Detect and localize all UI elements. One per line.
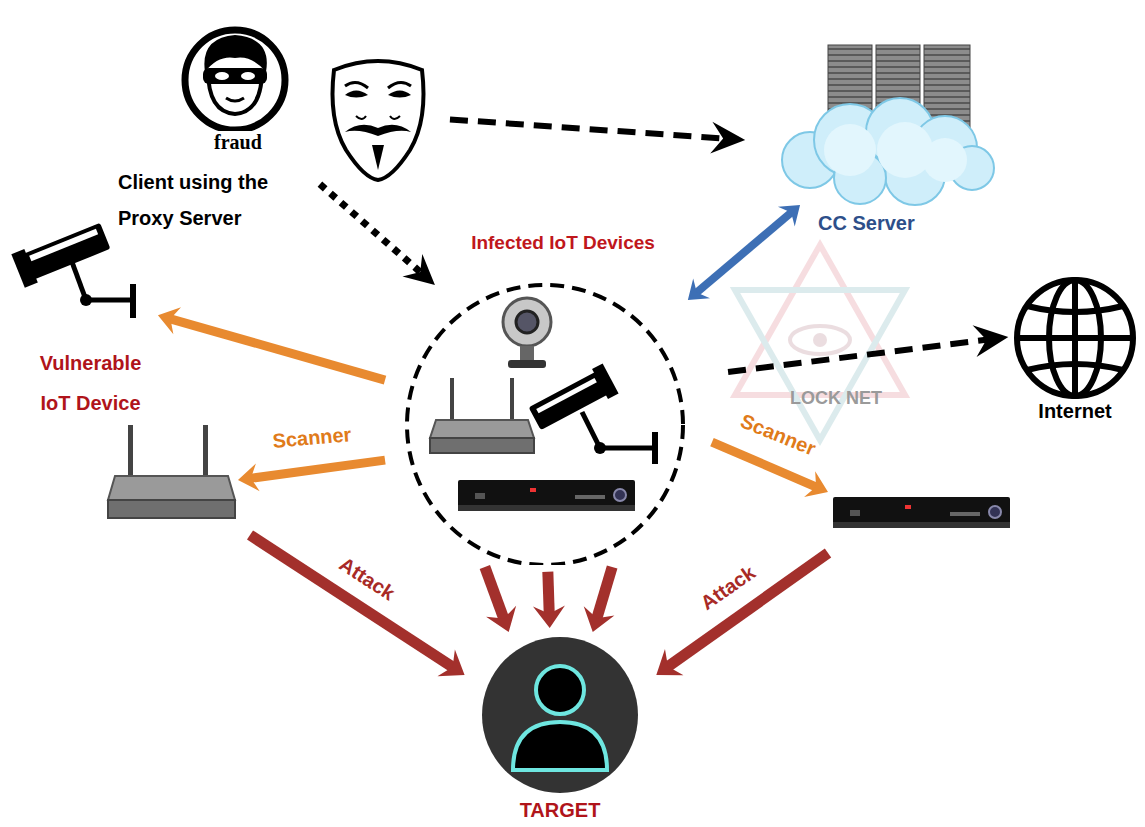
node-outline [380,230,715,565]
connector-arrow [238,460,385,491]
connector-line [548,572,549,615]
connector-arrow [320,184,435,285]
arrow-head [402,254,434,285]
connector-line [250,460,385,478]
text-slot: Vulnerable IoT Device [23,343,158,423]
webcam-icon [503,298,551,368]
connector-line [728,339,988,372]
edge-label: Attack [697,561,760,615]
dvr-node [830,490,1012,532]
connector-line [169,319,385,380]
arrow-head [656,649,683,675]
connector-line [320,184,421,273]
text-slot: fraud [212,131,264,154]
edge-label-slot: Scanner [271,423,352,453]
internet-node: Internet [1010,275,1140,425]
arrow-head [486,606,516,632]
server-cloud [782,45,994,205]
edge-label: Scanner [271,423,352,453]
anonymous-mask [333,61,424,180]
text-slot: Internet [1030,400,1120,423]
connector-line [597,567,613,619]
arrow-head [710,122,745,154]
arrow-head [533,605,565,628]
router-node [105,425,240,525]
text-slot: TARGET [480,799,640,822]
arrow-head [973,325,1009,357]
group-title: Infected IoT Devices [423,232,703,254]
edge-label-slot: Attack [697,561,760,615]
router-icon [108,425,235,518]
text-slot: Infected IoT Devices [423,232,703,254]
connector-arrow [656,553,828,675]
fraud-icon [185,30,285,130]
arrow-head [804,471,828,497]
arrow-head [437,649,464,676]
arrow-head [778,205,800,227]
router-icon [430,378,534,453]
node-label: TARGET [480,799,640,822]
connector-line [667,553,828,667]
connector-arrow [158,307,385,380]
dvr-icon [833,497,1010,528]
dashed-circle [407,285,683,565]
arrow-head [158,307,181,334]
connector-arrow [728,325,1008,372]
cc-server: CC Server [740,40,1000,240]
edge-label: Scanner [737,410,819,461]
vulnerable-device: Vulnerable IoT Device [5,195,170,425]
connector-arrow [450,119,745,153]
connector-line [485,567,504,620]
connector-arrow [584,567,615,632]
label-slot: LOCK NET [790,388,882,409]
dvr-icon [458,480,635,511]
connector-arrow [688,205,800,300]
node-label: CC Server [818,212,915,235]
connector-arrow [533,572,565,628]
client-actor: fraudClient using the Proxy Server [115,20,445,238]
arrow-head [584,606,615,632]
infected-group: Infected IoT Devices [380,230,715,565]
globe-icon [1017,280,1133,396]
node-label: Vulnerable IoT Device [23,343,158,423]
watermark: LOCK NET [790,388,882,409]
connector-line [450,119,725,138]
camera-icon [527,363,658,464]
node-label: Internet [1030,400,1120,423]
edge-label-slot: Attack [335,553,399,606]
actor-label: Client using the Proxy Server [118,164,308,236]
target-node: TARGET [480,635,644,825]
arrow-head [238,463,260,491]
watermark-star [735,245,905,440]
text-slot: Client using the Proxy Server [118,164,308,236]
connector-line [250,535,454,668]
connector-arrow [250,535,465,676]
connector-arrow [485,567,516,632]
edge-label: Attack [335,553,399,606]
connector-line [696,212,792,293]
arrow-head [688,278,710,300]
edge-label-slot: Scanner [737,410,819,461]
icon-caption: fraud [212,131,264,154]
target-icon [482,637,638,793]
text-slot: CC Server [818,212,915,235]
camera-icon [11,219,136,318]
